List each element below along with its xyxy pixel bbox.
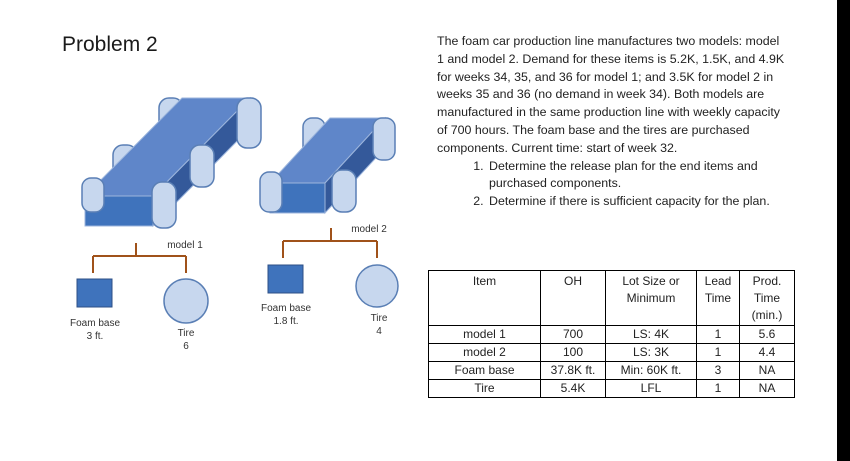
bom-tree-model1 [92, 243, 187, 273]
cell: 37.8K ft. [540, 361, 606, 380]
description-paragraph: The foam car production line manufacture… [437, 34, 785, 155]
cell: 1 [696, 343, 740, 362]
bill-of-materials-diagram [76, 96, 399, 324]
task-list: Determine the release plan for the end i… [437, 158, 787, 211]
table-header-row: Item OH Lot Size or Minimum Lead Time Pr… [428, 270, 795, 326]
table-row: Tire 5.4K LFL 1 NA [428, 379, 795, 398]
cell: 4.4 [739, 343, 795, 362]
model1-label: model 1 [167, 240, 203, 251]
tire-model1-shape [163, 278, 209, 324]
cell: model 1 [428, 325, 541, 344]
car-model1-illustration [81, 96, 262, 229]
cell: LS: 4K [605, 325, 697, 344]
foam-base-model2-shape [267, 264, 304, 294]
task-item: Determine if there is sufficient capacit… [487, 193, 787, 211]
cell: 5.4K [540, 379, 606, 398]
problem-title: Problem 2 [62, 33, 158, 56]
cell: 3 [696, 361, 740, 380]
cell: NA [739, 361, 795, 380]
problem-description: The foam car production line manufacture… [437, 33, 787, 211]
cell: model 2 [428, 343, 541, 362]
cell: 1 [696, 379, 740, 398]
table-row: model 1 700 LS: 4K 1 5.6 [428, 325, 795, 344]
table-row: Foam base 37.8K ft. Min: 60K ft. 3 NA [428, 361, 795, 380]
header-lead-time: Lead Time [696, 270, 740, 326]
cell: Tire [428, 379, 541, 398]
tire-model2-shape [355, 264, 399, 308]
bom-tree-model2 [282, 228, 378, 258]
cell: 100 [540, 343, 606, 362]
car-model2-illustration [259, 116, 396, 215]
cell: 1 [696, 325, 740, 344]
table-row: model 2 100 LS: 3K 1 4.4 [428, 343, 795, 362]
cell: NA [739, 379, 795, 398]
task-item: Determine the release plan for the end i… [487, 158, 787, 194]
cell: 700 [540, 325, 606, 344]
model2-label: model 2 [351, 224, 387, 235]
item-data-table: Item OH Lot Size or Minimum Lead Time Pr… [428, 270, 795, 398]
cell: Foam base [428, 361, 541, 380]
header-lot-size: Lot Size or Minimum [605, 270, 697, 326]
cell: 5.6 [739, 325, 795, 344]
right-edge-bar [837, 0, 850, 461]
cell: Min: 60K ft. [605, 361, 697, 380]
cell: LFL [605, 379, 697, 398]
cell: LS: 3K [605, 343, 697, 362]
header-oh: OH [540, 270, 606, 326]
header-item: Item [428, 270, 541, 326]
header-prod-time: Prod. Time (min.) [739, 270, 795, 326]
foam-base-model1-shape [76, 278, 113, 308]
